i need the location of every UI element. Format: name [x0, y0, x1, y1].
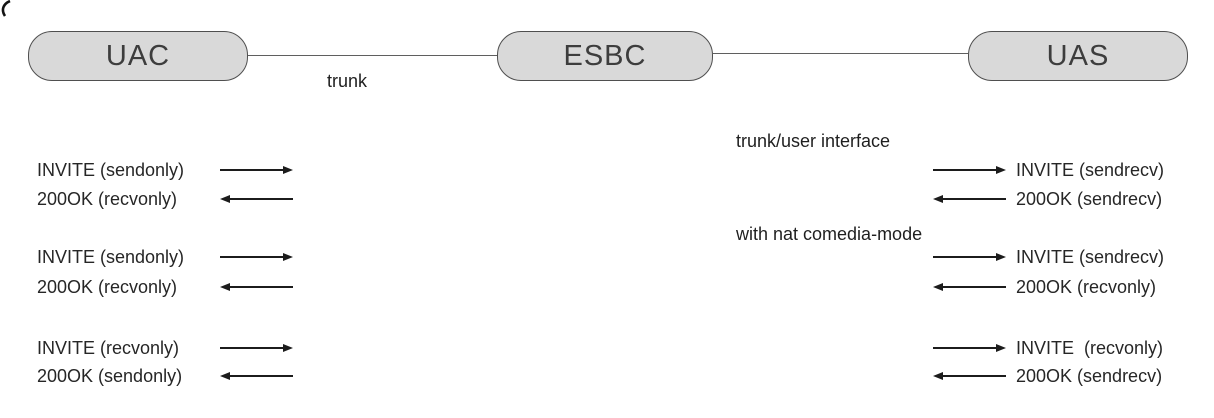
message-label: 200OK (sendrecv) [1016, 365, 1163, 386]
message-row: 200OK (sendonly) [37, 364, 293, 388]
crop-artifact-mark [1, 0, 11, 17]
arrow-right-icon [933, 166, 1006, 174]
arrow-right-icon [933, 344, 1006, 352]
message-row: INVITE (recvonly) [37, 336, 293, 360]
message-row: 200OK (recvonly) [37, 187, 293, 211]
message-label: INVITE (sendrecv) [1016, 246, 1165, 267]
arrow-right-icon [933, 253, 1006, 261]
node-uac: UAC [28, 31, 248, 81]
node-uas-label: UAS [1046, 39, 1110, 72]
arrow-left-icon [220, 283, 293, 291]
message-label: INVITE (recvonly) [37, 337, 180, 358]
message-label: 200OK (sendonly) [37, 365, 183, 386]
message-row: INVITE (sendrecv) [933, 158, 1164, 182]
message-label: INVITE (sendrecv) [1016, 159, 1165, 180]
arrow-left-icon [220, 195, 293, 203]
link-esbc-uas-label-line2: with nat comedia-mode [736, 224, 923, 244]
arrow-left-icon [933, 195, 1006, 203]
arrow-left-icon [220, 372, 293, 380]
message-label: 200OK (sendrecv) [1016, 188, 1163, 209]
arrow-right-icon [220, 166, 293, 174]
message-label: INVITE (recvonly) [1016, 337, 1164, 358]
message-row: INVITE (recvonly) [933, 336, 1163, 360]
message-label: 200OK (recvonly) [1016, 276, 1157, 297]
message-row: 200OK (sendrecv) [933, 364, 1162, 388]
node-esbc-label: ESBC [563, 39, 647, 72]
message-row: 200OK (recvonly) [933, 275, 1156, 299]
arrow-left-icon [933, 283, 1006, 291]
message-label: INVITE (sendonly) [37, 246, 185, 267]
node-uac-label: UAC [105, 39, 171, 72]
message-row: INVITE (sendonly) [37, 158, 293, 182]
link-uac-esbc [248, 55, 497, 56]
message-row: INVITE (sendonly) [37, 245, 293, 269]
message-label: 200OK (recvonly) [37, 188, 178, 209]
node-esbc: ESBC [497, 31, 713, 81]
message-label: INVITE (sendonly) [37, 159, 185, 180]
arrow-right-icon [220, 344, 293, 352]
link-uac-esbc-label: trunk [327, 71, 368, 91]
node-uas: UAS [968, 31, 1188, 81]
message-row: INVITE (sendrecv) [933, 245, 1164, 269]
message-row: 200OK (recvonly) [37, 275, 293, 299]
link-esbc-uas-label: trunk/user interface with nat comedia-mo… [736, 64, 922, 312]
link-esbc-uas [713, 53, 968, 54]
message-label: 200OK (recvonly) [37, 276, 178, 297]
arrow-left-icon [933, 372, 1006, 380]
message-row: 200OK (sendrecv) [933, 187, 1162, 211]
arrow-right-icon [220, 253, 293, 261]
link-esbc-uas-label-line1: trunk/user interface [736, 131, 891, 151]
